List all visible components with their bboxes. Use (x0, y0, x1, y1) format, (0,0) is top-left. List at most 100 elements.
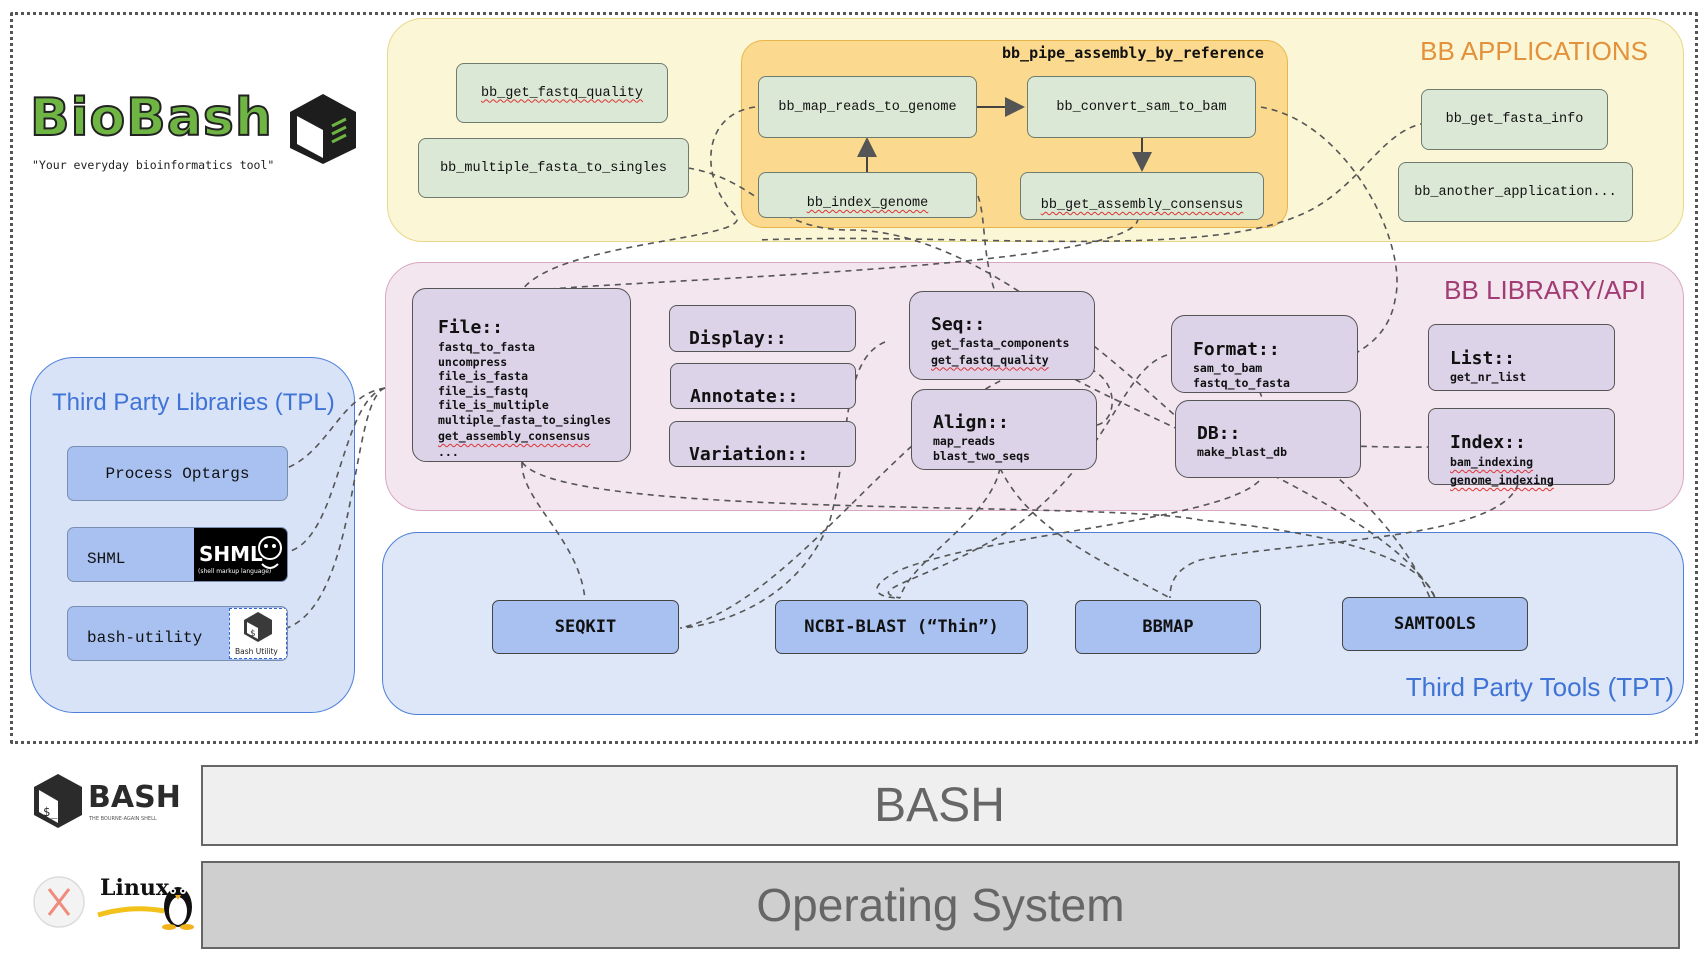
biobash-tagline: "Your everyday bioinformatics tool" (32, 158, 275, 172)
operating-system-layer: Operating System (201, 861, 1680, 949)
svg-text:$: $ (250, 629, 255, 639)
lib-format[interactable]: Format:: sam_to_bam fastq_to_fasta (1171, 315, 1358, 393)
connector (521, 106, 756, 291)
lib-title: DB:: (1197, 423, 1241, 444)
shml-logo: SHML (shell markup language) (194, 528, 287, 581)
lib-file[interactable]: File:: fastq_to_fasta uncompress file_is… (412, 288, 631, 462)
lib-title: Align:: (933, 412, 1009, 433)
app-bb-convert-sam-to-bam[interactable]: bb_convert_sam_to_bam (1027, 76, 1256, 138)
app-bb-get-fasta-info[interactable]: bb_get_fasta_info (1421, 89, 1608, 150)
tpl-label: bash-utility (87, 629, 203, 647)
tool-label: SAMTOOLS (1394, 614, 1476, 634)
tool-samtools[interactable]: SAMTOOLS (1342, 597, 1528, 651)
app-label: bb_index_genome (806, 196, 929, 211)
app-bb-multiple-fasta-to-singles[interactable]: bb_multiple_fasta_to_singles (418, 138, 689, 198)
tux-penguin-icon (162, 887, 194, 930)
lib-function: bam_indexing (1450, 455, 1534, 469)
bash-utility-logo-text: Bash Utility (235, 647, 278, 656)
lib-title: List:: (1450, 348, 1516, 369)
tool-label: NCBI-BLAST (“Thin”) (804, 617, 999, 637)
lib-db[interactable]: DB:: make_blast_db (1175, 400, 1361, 478)
lib-function: map_reads (933, 434, 996, 448)
app-bb-index-genome[interactable]: bb_index_genome (758, 172, 977, 218)
app-label: bb_get_fastq_quality (480, 85, 644, 101)
connector (679, 363, 1113, 629)
lib-function: genome_indexing (1450, 473, 1554, 487)
os-layer-label: Operating System (756, 879, 1125, 931)
bash-layer-label: BASH (874, 779, 1005, 832)
bash-logo-text: BASH (88, 780, 181, 815)
tpl-label: Process Optargs (105, 465, 249, 483)
lib-title: Index:: (1450, 432, 1526, 453)
lib-list[interactable]: List:: get_nr_list (1428, 324, 1615, 391)
library-title: BB LIBRARY/API (1444, 275, 1646, 305)
bash-utility-logo: $ Bash Utility (229, 608, 287, 659)
tpl-label-text: Process Optargs (105, 464, 250, 483)
app-bb-get-assembly-consensus[interactable]: bb_get_assembly_consensus (1020, 172, 1264, 220)
lib-annotate[interactable]: Annotate:: (670, 363, 856, 409)
shml-face-icon (258, 536, 282, 569)
lib-title: Variation:: (689, 444, 809, 465)
lib-title: Annotate:: (690, 386, 799, 407)
connector (521, 461, 1436, 599)
lib-index[interactable]: Index:: bam_indexing genome_indexing (1428, 408, 1615, 487)
os-logos: Linux (32, 865, 200, 941)
lib-function: blast_two_seqs (933, 448, 1030, 463)
connector (887, 354, 1168, 599)
connector (286, 387, 386, 629)
lib-function: fastq_to_fasta (438, 340, 535, 354)
lib-align[interactable]: Align:: map_reads blast_two_seqs (911, 389, 1097, 470)
tool-seqkit[interactable]: SEQKIT (492, 600, 679, 654)
connector (999, 467, 1171, 599)
app-label: bb_get_assembly_consensus (1040, 198, 1244, 213)
linux-logo-text: Linux (100, 875, 169, 901)
shml-logo-text: SHML (199, 542, 263, 566)
app-label: bb_another_application... (1414, 184, 1617, 200)
terminal-cube-icon: $ (244, 612, 272, 642)
lib-title: File:: (438, 317, 504, 338)
app-bb-map-reads-to-genome[interactable]: bb_map_reads_to_genome (758, 76, 977, 138)
app-label: bb_convert_sam_to_bam (1056, 99, 1227, 115)
biobash-logo: BioBash "Your everyday bioinformatics to… (29, 87, 360, 178)
pipeline-title: bb_pipe_assembly_by_reference (1002, 44, 1264, 62)
biobash-cube-icon (290, 94, 356, 164)
app-bb-another-application[interactable]: bb_another_application... (1398, 162, 1633, 222)
lib-variation[interactable]: Variation:: (669, 421, 856, 467)
connector (899, 467, 1001, 599)
app-label: bb_get_fasta_info (1445, 112, 1584, 127)
bash-layer: BASH (201, 765, 1678, 846)
bash-terminal-icon: $_ (34, 774, 82, 828)
lib-function: make_blast_db (1197, 445, 1288, 459)
lib-function: get_fasta_components (931, 336, 1070, 350)
lib-function: get_nr_list (1450, 370, 1527, 384)
lib-function: fastq_to_fasta (1193, 375, 1290, 390)
lib-title: Format:: (1193, 339, 1280, 360)
lib-function: uncompress (438, 354, 508, 369)
tool-ncbi-blast[interactable]: NCBI-BLAST (“Thin”) (775, 600, 1028, 654)
bash-logo: $_ BASH THE BOURNE-AGAIN SHELL (32, 772, 182, 832)
app-bb-get-fastq-quality[interactable]: bb_get_fastq_quality (456, 63, 668, 123)
biobash-boundary (10, 12, 1698, 744)
linux-underline-swoosh (97, 906, 165, 918)
connector (521, 461, 586, 601)
connector (680, 341, 886, 629)
tpl-shml[interactable]: SHML SHML (shell markup language) (67, 527, 288, 582)
biobash-logo-wordmark: BioBash (29, 87, 273, 149)
connector (1249, 105, 1398, 354)
lib-function: file_is_fastq (438, 383, 529, 398)
lib-function: sam_to_bam (1193, 361, 1263, 375)
connector (757, 122, 1427, 243)
lib-display[interactable]: Display:: (669, 305, 856, 352)
lib-seq[interactable]: Seq:: get_fasta_components get_fastq_qua… (909, 291, 1095, 380)
lib-function: multiple_fasta_to_singles (438, 412, 612, 427)
lib-function: ... (438, 445, 459, 459)
app-label: bb_map_reads_to_genome (778, 99, 957, 115)
lib-function: get_fastq_quality (931, 352, 1049, 367)
connector (286, 387, 386, 469)
lib-title: Display:: (689, 328, 787, 349)
tpl-process-optargs[interactable]: Process Optargs (67, 446, 288, 501)
tool-bbmap[interactable]: BBMAP (1075, 600, 1261, 654)
tpl-label: SHML (87, 550, 126, 568)
lib-function: get_assembly_consensus (438, 429, 591, 443)
tpl-bash-utility[interactable]: bash-utility $ Bash Utility (67, 606, 288, 661)
